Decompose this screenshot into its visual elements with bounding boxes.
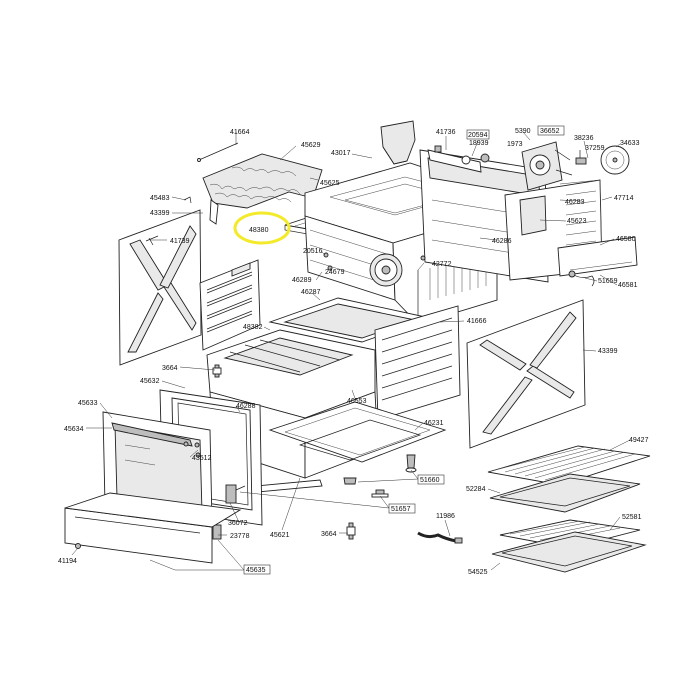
door-screws [194,442,201,458]
leveling-legs [343,454,417,498]
part-label: 34633 [620,140,640,147]
wire-harness [417,531,463,544]
part-label: 51659 [598,278,618,285]
part-label: 45629 [301,142,321,149]
part-label: 3664 [321,531,337,538]
part-label: 45625 [320,180,340,187]
part-label: 45632 [140,378,160,385]
part-label: 52581 [622,514,642,521]
part-label: 41664 [230,129,250,136]
convection-motor-assembly [521,141,573,191]
part-label: 46581 [618,282,638,289]
part-label: 48382 [243,324,263,331]
part-label: 52284 [466,486,486,493]
broil-pan-52284 [489,473,641,513]
part-label: 5390 [515,128,531,135]
bake-element-base [298,419,422,461]
left-cavity-side [199,259,261,351]
top-insulation-blanket [202,153,323,225]
part-label: 46288 [236,403,256,410]
part-label: 46553 [347,398,367,405]
right-cavity-side [374,305,461,421]
part-label: 46289 [292,277,312,284]
part-label: 51657 [391,506,411,513]
group-bracket-boxes [243,125,565,575]
temperature-sensor [568,270,595,287]
part-label: 47714 [614,195,634,202]
part-label: 41739 [170,238,190,245]
small-clip [183,196,192,204]
leader-lines [71,131,631,571]
part-label: 46580 [616,236,636,243]
vent-duct [380,120,416,165]
part-label: 49427 [629,437,649,444]
part-labels: 41664 45629 43017 41736 20594 18939 5390… [58,128,649,576]
part-label: 45634 [64,426,84,433]
top-trim-strip [197,142,239,162]
door-hinges [212,484,246,540]
part-label: 38236 [574,135,594,142]
cavity-floor [268,401,447,463]
part-label: 43512 [192,455,212,462]
thermostat-knob [461,153,490,165]
part-label: 11986 [436,513,455,520]
door-handle [111,422,193,447]
part-label: 23778 [230,533,250,540]
right-side-insulation-panel [466,299,586,449]
part-label: 45483 [150,195,170,202]
storage-drawer-front [64,492,242,564]
part-label: 18939 [469,140,489,147]
part-label: 46231 [424,420,444,427]
part-label: 36072 [228,520,248,527]
part-label: 45633 [78,400,98,407]
part-label: 46286 [492,238,512,245]
part-label: 3664 [162,365,178,372]
part-label: 48380 [249,227,269,234]
left-side-insulation-panel [118,209,202,366]
part-label: 1973 [507,141,523,148]
part-label: 51660 [420,477,440,484]
part-label: 42772 [432,261,452,268]
part-label: 46287 [301,289,321,296]
sensor-connector [575,150,587,165]
highlight-circle [233,211,291,245]
part-label: 43017 [331,150,351,157]
oven-rack-49427 [487,445,651,486]
part-label: 37259 [585,145,605,152]
part-label: 41666 [467,318,487,325]
part-label: 43399 [598,348,618,355]
part-label: 45623 [567,218,587,225]
lamp-bracket [212,364,356,540]
part-label: 24679 [325,269,345,276]
fan-cover [600,145,630,175]
part-label: 20516 [303,248,323,255]
part-label: 41736 [436,129,456,136]
rear-rail [557,236,638,277]
part-label: 54525 [468,569,488,576]
part-label: 45635 [246,567,266,574]
drawer-screw [75,543,81,549]
part-label: 36652 [540,128,560,135]
part-label: 20594 [468,132,488,139]
part-label: 45621 [270,532,290,539]
broil-pan-54525 [491,531,647,573]
part-label: 41194 [58,558,77,565]
part-label: 46283 [565,199,585,206]
part-label: 43399 [150,210,170,217]
